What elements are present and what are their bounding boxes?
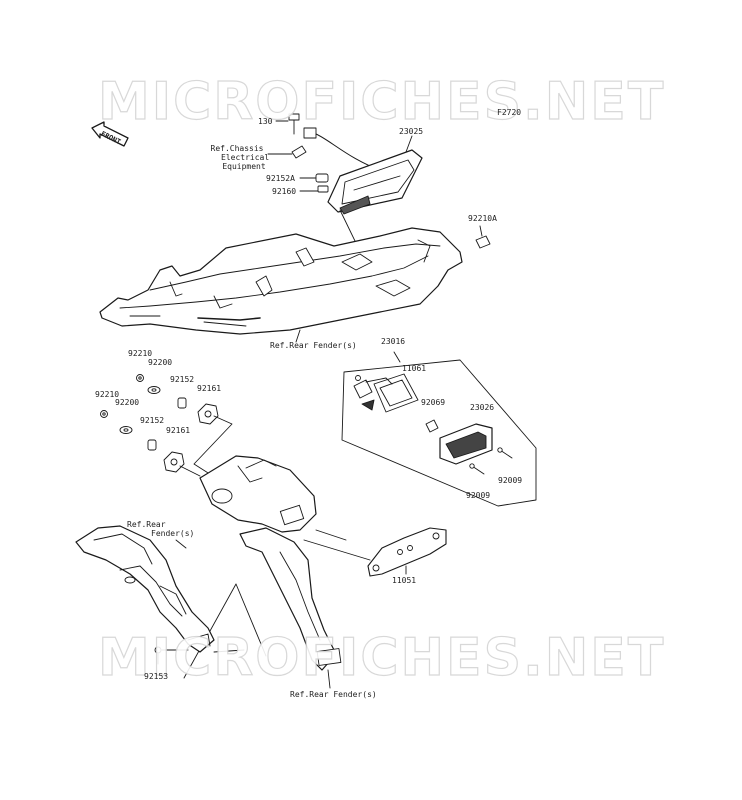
connector-clip-icon (267, 145, 307, 159)
part-label-23026: 23026 (470, 403, 495, 412)
front-arrow-icon (91, 121, 129, 147)
part-label-11061: 11061 (402, 364, 427, 373)
ref-rear-fender-bottom-label: Ref.Rear Fender(s) (290, 690, 377, 699)
part-label-92161-lower: 92161 (166, 426, 191, 435)
collar-92152-lower-icon (147, 439, 157, 451)
assembly-23016-box (341, 351, 537, 507)
ref-chassis-electrical-label: Ref.Chassis Electrical Equipment (207, 144, 270, 171)
clip-92210a-icon (475, 225, 491, 249)
part-label-92152a: 92152A (266, 174, 295, 183)
part-label-92200-lower: 92200 (115, 398, 140, 407)
rear-fender-upper-icon (99, 227, 463, 343)
part-label-92160: 92160 (272, 187, 297, 196)
socket-wire-icon (353, 375, 393, 411)
watermark-top: MICROFICHES.NET (97, 71, 666, 132)
clip-92069-icon (425, 419, 439, 433)
nut-92210-upper-icon (136, 374, 144, 382)
bolt-130-icon (275, 113, 300, 135)
part-label-23016: 23016 (381, 337, 406, 346)
part-label-92009-lower: 92009 (466, 491, 491, 500)
part-label-130: 130 (258, 117, 273, 126)
grommet-92160-icon (299, 185, 329, 193)
bolt-92153-icon (154, 646, 189, 665)
part-label-92210a: 92210A (468, 214, 497, 223)
lamp-23026-icon (439, 423, 493, 465)
part-label-11051: 11051 (392, 576, 417, 585)
bracket-11061-icon (373, 373, 419, 413)
license-plate-bracket-icon (199, 455, 342, 689)
ref-chassis-line1: Ref.Chassis (210, 144, 264, 153)
nut-92210-lower-icon (100, 410, 108, 418)
figure-code: F2720 (497, 108, 522, 117)
part-label-92210-upper: 92210 (128, 349, 153, 358)
collar-92152-upper-icon (177, 397, 187, 409)
ref-chassis-line3: Equipment (222, 162, 266, 171)
grommet-92152a-icon (299, 173, 329, 183)
washer-92200-lower-icon (119, 426, 133, 434)
harness-23025-icon (303, 127, 423, 215)
part-label-23025: 23025 (399, 127, 424, 136)
part-label-92069: 92069 (421, 398, 446, 407)
part-label-92161-upper: 92161 (197, 384, 222, 393)
rear-fender-lower-icon (75, 525, 215, 653)
ref-rear-fender-left-line2: Fender(s) (151, 529, 195, 538)
ref-rear-fender-top-label: Ref.Rear Fender(s) (270, 341, 357, 350)
part-label-92009-right: 92009 (498, 476, 523, 485)
part-label-92152-lower: 92152 (140, 416, 165, 425)
part-label-92200-upper: 92200 (148, 358, 173, 367)
part-label-92152-upper: 92152 (170, 375, 195, 384)
bracket-11051-icon (367, 527, 447, 577)
screw-92009-lower-icon (469, 463, 485, 475)
grommet-92161-lower-icon (163, 451, 185, 473)
grommet-92161-upper-icon (197, 403, 219, 425)
part-label-92210-lower: 92210 (95, 390, 120, 399)
part-label-92153: 92153 (144, 672, 169, 681)
watermark-bottom: MICROFICHES.NET (97, 627, 666, 688)
ref-rear-fender-left-label: Ref.Rear Fender(s) (127, 520, 194, 538)
ref-chassis-line2: Electrical (221, 153, 270, 162)
ref-rear-fender-left-line1: Ref.Rear (127, 520, 166, 529)
washer-92200-upper-icon (147, 386, 161, 394)
screw-92009-right-icon (497, 447, 513, 459)
